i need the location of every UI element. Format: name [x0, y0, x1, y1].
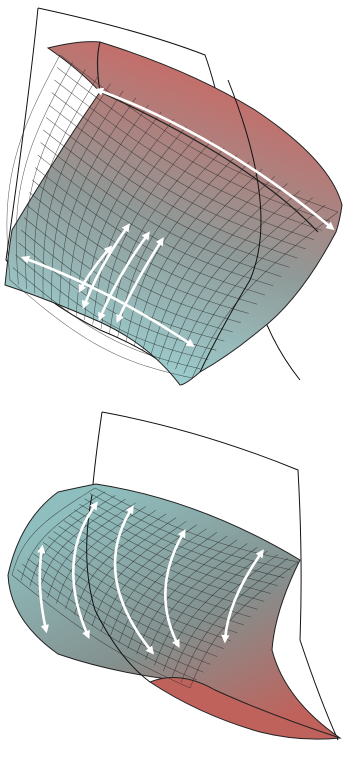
grid-line	[20, 491, 106, 581]
top-arrow-5	[116, 237, 164, 324]
top-arrows	[20, 87, 335, 347]
top-arrow-6	[78, 245, 113, 293]
grid-line	[22, 563, 204, 673]
grid-line	[191, 211, 339, 379]
top-arrow-1	[94, 87, 335, 231]
bottom-panel	[7, 411, 342, 741]
grid-line	[6, 54, 61, 281]
bottom-arrow-left-edge	[37, 544, 49, 634]
grid-line	[32, 553, 218, 657]
bottom-arrow-1	[72, 501, 98, 640]
bottom-arrows	[37, 501, 264, 655]
grid-line	[27, 558, 211, 665]
grid-line	[15, 61, 73, 285]
top-panel	[4, 7, 343, 386]
bottom-arrow-4	[221, 549, 264, 644]
bottom-surface-underside	[148, 677, 341, 740]
grid-line	[183, 204, 326, 374]
grid-line	[47, 502, 136, 598]
grid-line	[11, 487, 96, 576]
bottom-arrow-3	[164, 529, 186, 648]
bottom-arrow-2	[113, 505, 155, 655]
grid-line	[25, 69, 86, 289]
